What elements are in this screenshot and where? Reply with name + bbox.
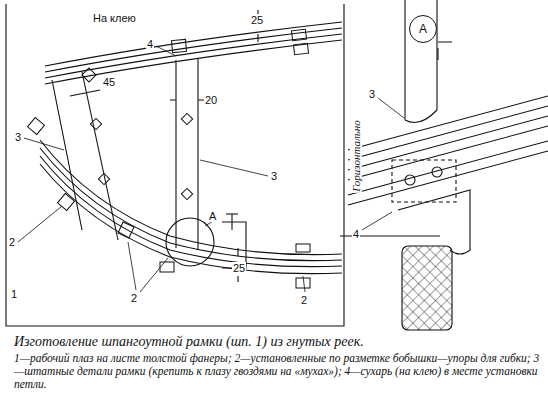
callout-label: 1 bbox=[10, 288, 18, 300]
orientation-note: Горизонтально bbox=[350, 119, 362, 193]
callout-label: 20 bbox=[204, 94, 218, 106]
figure-title: Изготовление шпангоутной рамки (шп. 1) и… bbox=[14, 334, 364, 350]
callout-label: 45 bbox=[102, 76, 116, 88]
callout-label: 2 bbox=[130, 292, 138, 304]
callout-label: 25 bbox=[232, 262, 246, 274]
callout-label: 25 bbox=[250, 14, 264, 26]
callout-label: 4 bbox=[352, 228, 360, 240]
detail-letter: А bbox=[419, 22, 427, 36]
detail-circle: А bbox=[409, 15, 437, 43]
callout-label: А bbox=[208, 210, 217, 222]
callout-label: 3 bbox=[14, 131, 22, 143]
callout-label: 3 bbox=[368, 88, 376, 100]
callout-label: 2 bbox=[300, 294, 308, 306]
figure-caption: 1—рабочий плаз на листе толстой фанеры; … bbox=[14, 352, 540, 391]
callout-label: На клею bbox=[92, 12, 137, 24]
callout-label: 3 bbox=[270, 170, 278, 182]
callout-label: 4 bbox=[146, 38, 154, 50]
callout-label: 2 bbox=[8, 236, 16, 248]
